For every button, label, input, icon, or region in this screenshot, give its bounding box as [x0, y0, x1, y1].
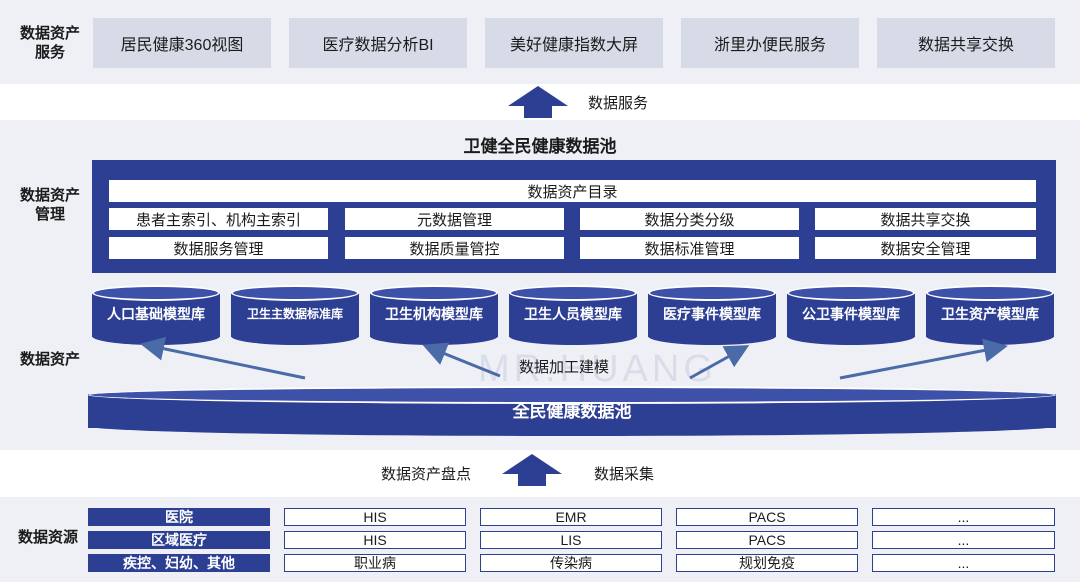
- cylinder-top: [231, 285, 359, 301]
- data-service-label: 数据服务: [588, 95, 649, 112]
- mgmt-quality[interactable]: 数据质量管控: [345, 237, 564, 259]
- mgmt-security[interactable]: 数据安全管理: [815, 237, 1036, 259]
- mgmt-sharing[interactable]: 数据共享交换: [815, 208, 1036, 230]
- source-cell[interactable]: 传染病: [480, 554, 662, 572]
- cylinder-top: [509, 285, 637, 301]
- source-hospital-label: 医院: [88, 508, 270, 526]
- cylinder-top: [370, 285, 498, 301]
- model-medical-event[interactable]: 医疗事件模型库: [648, 285, 776, 345]
- inventory-label: 数据资产盘点: [381, 466, 472, 483]
- model-public-health-event[interactable]: 公卫事件模型库: [787, 285, 915, 345]
- cylinder-top: [92, 285, 220, 301]
- big-data-pool[interactable]: 全民健康数据池: [88, 386, 1056, 436]
- watermark: MR.HUANG: [478, 348, 717, 390]
- model-label: 人口基础模型库: [107, 306, 205, 322]
- cylinder-top: [926, 285, 1054, 301]
- mgmt-master-index[interactable]: 患者主索引、机构主索引: [109, 208, 328, 230]
- model-personnel[interactable]: 卫生人员模型库: [509, 285, 637, 345]
- source-cell[interactable]: PACS: [676, 531, 858, 549]
- source-cell[interactable]: 规划免疫: [676, 554, 858, 572]
- pool-top: [88, 386, 1056, 404]
- modeling-label: 数据加工建模: [519, 359, 610, 376]
- source-cell[interactable]: LIS: [480, 531, 662, 549]
- model-label: 卫生机构模型库: [385, 306, 483, 322]
- services-row-label: 数据资产 服务: [8, 24, 92, 62]
- service-data-sharing[interactable]: 数据共享交换: [877, 18, 1055, 68]
- service-health-index[interactable]: 美好健康指数大屏: [485, 18, 663, 68]
- big-pool-label: 全民健康数据池: [512, 402, 632, 421]
- model-label: 公卫事件模型库: [802, 306, 900, 322]
- collection-label: 数据采集: [594, 466, 655, 483]
- pool-title: 卫健全民健康数据池: [463, 137, 617, 156]
- source-cell[interactable]: 职业病: [284, 554, 466, 572]
- service-zheliban[interactable]: 浙里办便民服务: [681, 18, 859, 68]
- model-health-asset[interactable]: 卫生资产模型库: [926, 285, 1054, 345]
- management-row-label: 数据资产 管理: [8, 186, 92, 224]
- management-row-label-text: 数据资产 管理: [19, 187, 80, 223]
- asset-row-label: 数据资产: [19, 351, 80, 368]
- data-service-arrow-icon: [508, 86, 568, 118]
- model-label: 医疗事件模型库: [663, 306, 761, 322]
- source-cell[interactable]: ...: [872, 508, 1055, 526]
- source-cell[interactable]: EMR: [480, 508, 662, 526]
- cylinder-top: [648, 285, 776, 301]
- source-regional-label: 区域医疗: [88, 531, 270, 549]
- source-cdc-label: 疾控、妇幼、其他: [88, 554, 270, 572]
- mgmt-standard[interactable]: 数据标准管理: [580, 237, 799, 259]
- mgmt-classification[interactable]: 数据分类分级: [580, 208, 799, 230]
- asset-catalog[interactable]: 数据资产目录: [109, 180, 1036, 202]
- sources-row-label: 数据资源: [17, 529, 78, 546]
- model-master-data[interactable]: 卫生主数据标准库: [231, 285, 359, 345]
- model-institution[interactable]: 卫生机构模型库: [370, 285, 498, 345]
- source-cell[interactable]: HIS: [284, 508, 466, 526]
- model-label: 卫生人员模型库: [524, 306, 622, 322]
- service-medical-bi[interactable]: 医疗数据分析BI: [289, 18, 467, 68]
- management-panel: 数据资产目录 患者主索引、机构主索引 元数据管理 数据分类分级 数据共享交换 数…: [92, 160, 1056, 273]
- mgmt-service[interactable]: 数据服务管理: [109, 237, 328, 259]
- source-cell[interactable]: ...: [872, 554, 1055, 572]
- source-cell[interactable]: PACS: [676, 508, 858, 526]
- service-resident-360[interactable]: 居民健康360视图: [93, 18, 271, 68]
- source-cell[interactable]: ...: [872, 531, 1055, 549]
- mgmt-metadata[interactable]: 元数据管理: [345, 208, 564, 230]
- model-label: 卫生主数据标准库: [246, 307, 343, 321]
- source-cell[interactable]: HIS: [284, 531, 466, 549]
- model-label: 卫生资产模型库: [941, 306, 1039, 322]
- model-population[interactable]: 人口基础模型库: [92, 285, 220, 345]
- services-row-label-text: 数据资产 服务: [19, 25, 80, 61]
- cylinder-top: [787, 285, 915, 301]
- collection-arrow-icon: [502, 454, 562, 486]
